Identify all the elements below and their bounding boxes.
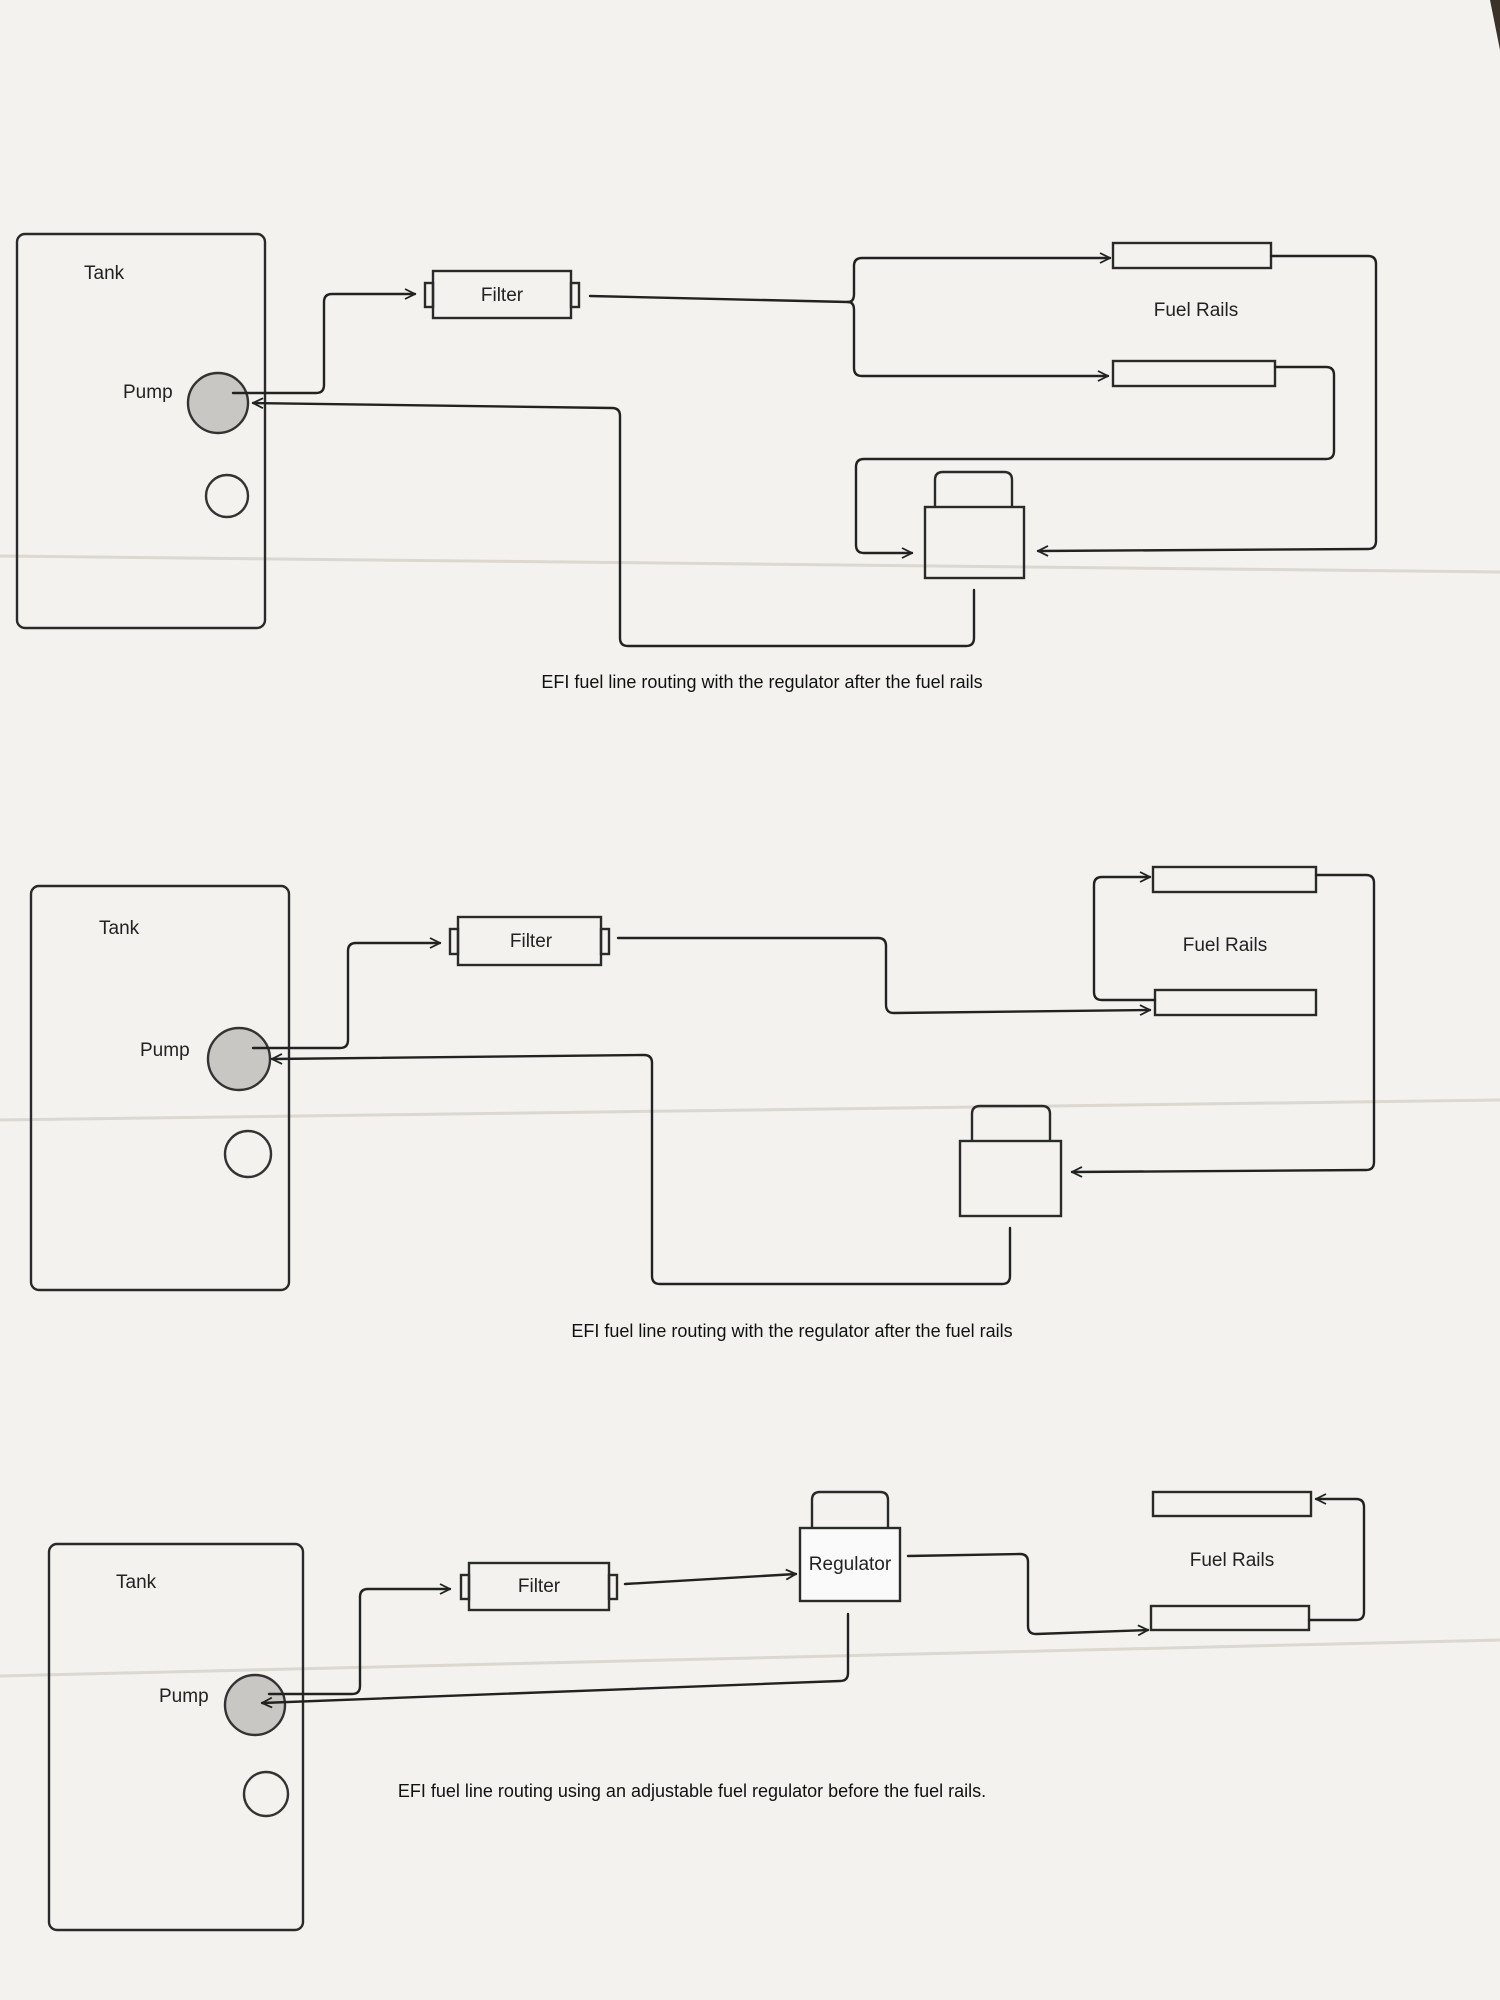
pump-label: Pump xyxy=(159,1686,209,1707)
pump-icon xyxy=(223,1673,287,1737)
fuel-rails-label: Fuel Rails xyxy=(1154,300,1238,321)
pump-icon xyxy=(206,1026,272,1092)
tank-port-icon xyxy=(242,1770,290,1818)
caption: EFI fuel line routing with the regulator… xyxy=(541,672,982,692)
caption: EFI fuel line routing with the regulator… xyxy=(571,1321,1012,1341)
tank-box xyxy=(47,1542,305,1932)
filter-to-rails-line xyxy=(616,936,1152,1013)
pump-label: Pump xyxy=(123,382,173,403)
filter-to-rails-line xyxy=(588,294,850,304)
filter-outlet-icon xyxy=(607,1573,619,1601)
fuel-rail-top xyxy=(1151,1490,1313,1518)
rail-loop-line xyxy=(1307,1499,1366,1622)
fuel-rail-top xyxy=(1151,865,1318,894)
rail-loop-line xyxy=(1092,877,1157,1002)
diagram-2: Tank Pump Filter Fuel Rails EFI fuel lin… xyxy=(29,865,1376,1341)
return-line xyxy=(251,403,976,648)
tank-box xyxy=(29,884,291,1292)
filter-outlet-icon xyxy=(599,927,611,956)
pump-icon xyxy=(186,371,250,435)
regulator-body xyxy=(798,1526,902,1603)
regulator-to-rails-line xyxy=(906,1552,1148,1634)
rail-bottom-to-regulator-line xyxy=(854,365,1336,553)
fold-crease xyxy=(0,554,1500,574)
tank-label: Tank xyxy=(116,1572,157,1593)
diagram-3: Tank Pump Filter Regulator Fuel Rails EF… xyxy=(47,1490,1366,1932)
fuel-rails-label: Fuel Rails xyxy=(1190,1550,1274,1571)
regulator-cap xyxy=(810,1490,890,1528)
pump-to-filter-line xyxy=(231,294,417,395)
filter-label: Filter xyxy=(518,1576,561,1597)
tank-port-icon xyxy=(204,473,250,519)
pump-label: Pump xyxy=(140,1040,190,1061)
tank-label: Tank xyxy=(84,263,125,284)
return-line xyxy=(262,1612,850,1703)
pump-to-filter-line xyxy=(251,943,442,1050)
rail-top-to-regulator-line xyxy=(1036,254,1378,551)
fold-crease xyxy=(0,1098,1500,1122)
tank-box xyxy=(15,232,267,630)
filter-outlet-icon xyxy=(569,281,581,309)
regulator-cap xyxy=(933,470,1014,507)
tank-label: Tank xyxy=(99,918,140,939)
fuel-rail-bottom xyxy=(1149,1604,1311,1632)
filter-label: Filter xyxy=(510,931,553,952)
line-to-rail-bottom xyxy=(846,300,1110,376)
fuel-rail-bottom xyxy=(1111,359,1277,388)
fuel-rail-bottom xyxy=(1153,988,1318,1017)
return-line xyxy=(270,1055,1012,1286)
regulator-body xyxy=(958,1139,1063,1218)
filter-inlet-icon xyxy=(459,1573,471,1601)
regulator-body xyxy=(923,505,1026,580)
fuel-rails-label: Fuel Rails xyxy=(1183,935,1267,956)
regulator-label: Regulator xyxy=(809,1554,892,1575)
filter-label: Filter xyxy=(481,285,524,306)
filter-to-regulator-line xyxy=(623,1574,796,1586)
tank-port-icon xyxy=(223,1129,273,1179)
diagram-1: Tank Pump Filter Fuel Rails EFI fuel lin… xyxy=(15,232,1378,692)
filter-inlet-icon xyxy=(448,927,460,956)
filter-inlet-icon xyxy=(423,281,435,309)
fold-crease xyxy=(0,1638,1500,1678)
rail-to-regulator-line xyxy=(1070,873,1376,1172)
regulator-cap xyxy=(970,1104,1052,1141)
pump-to-filter-line xyxy=(267,1589,452,1696)
caption: EFI fuel line routing using an adjustabl… xyxy=(398,1781,986,1801)
line-to-rail-top xyxy=(846,258,1112,304)
